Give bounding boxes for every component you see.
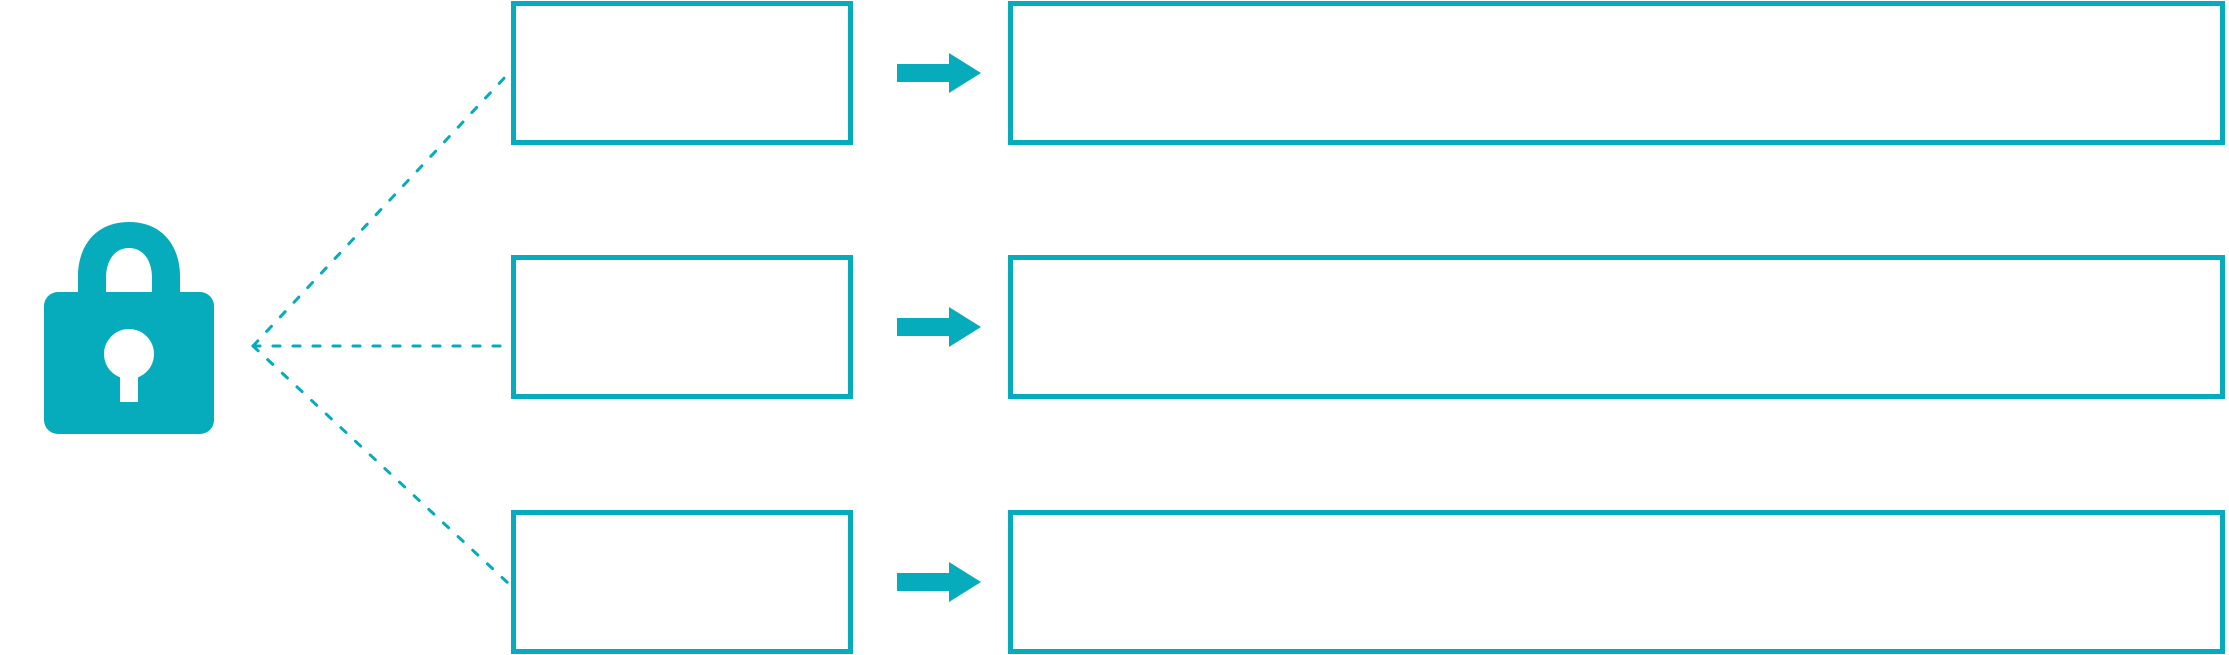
flow-arrow-icon (897, 562, 981, 602)
input-box[interactable] (511, 1, 853, 145)
input-box[interactable] (511, 510, 853, 654)
lock-icon (44, 222, 214, 434)
flow-row (0, 254, 2229, 400)
output-box[interactable] (1008, 510, 2225, 654)
output-box[interactable] (1008, 1, 2225, 145)
flow-row (0, 0, 2229, 146)
output-box[interactable] (1008, 255, 2225, 399)
input-box[interactable] (511, 255, 853, 399)
lock-shackle-icon (78, 222, 180, 314)
flow-arrow-icon (897, 53, 981, 93)
lock-keyhole-stem-icon (120, 354, 138, 402)
flow-arrow-icon (897, 307, 981, 347)
flow-row (0, 509, 2229, 655)
